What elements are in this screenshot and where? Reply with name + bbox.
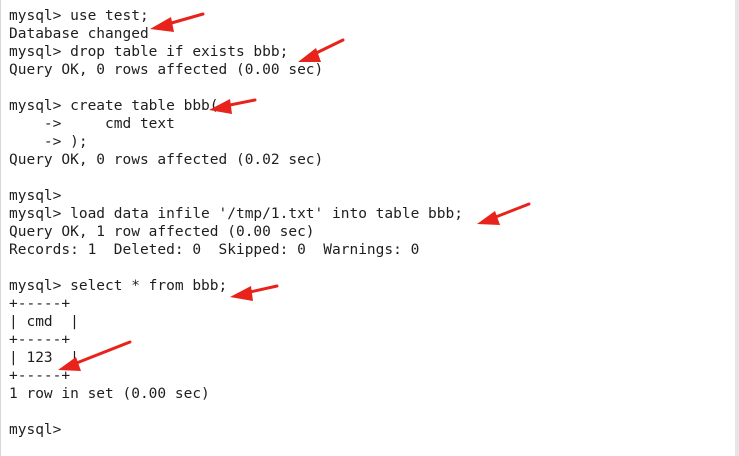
result-table-border: +-----+ [9,368,71,384]
terminal-prompt[interactable]: mysql> [9,422,62,438]
terminal-line: mysql> create table bbb( [9,98,219,114]
terminal-line: mysql> drop table if exists bbb; [9,44,289,60]
terminal-line: mysql> load data infile '/tmp/1.txt' int… [9,206,463,222]
terminal-line [9,169,463,187]
terminal-line: 1 row in set (0.00 sec) [9,386,210,402]
terminal-line [9,259,463,277]
terminal-line: Records: 1 Deleted: 0 Skipped: 0 Warning… [9,242,420,258]
terminal-line: Database changed [9,26,149,42]
terminal-line: -> cmd text [9,116,175,132]
terminal-line: mysql> select * from bbb; [9,278,228,294]
terminal-line [9,79,463,97]
result-table-border: +-----+ [9,332,71,348]
terminal-line: Query OK, 0 rows affected (0.02 sec) [9,152,324,168]
terminal-line: mysql> use test; [9,8,149,24]
result-table-header: | cmd | [9,314,79,330]
terminal-line: Query OK, 0 rows affected (0.00 sec) [9,62,324,78]
vertical-scrollbar[interactable] [735,0,739,456]
terminal-line [9,403,463,421]
result-table-border: +-----+ [9,296,71,312]
terminal-line: Query OK, 1 row affected (0.00 sec) [9,224,315,240]
arrow-load-data-icon [477,202,531,225]
terminal-output: mysql> use test; Database changed mysql>… [9,7,463,439]
result-table-row: | 123 | [9,350,79,366]
terminal-line: -> ); [9,134,88,150]
terminal-line: mysql> [9,188,62,204]
